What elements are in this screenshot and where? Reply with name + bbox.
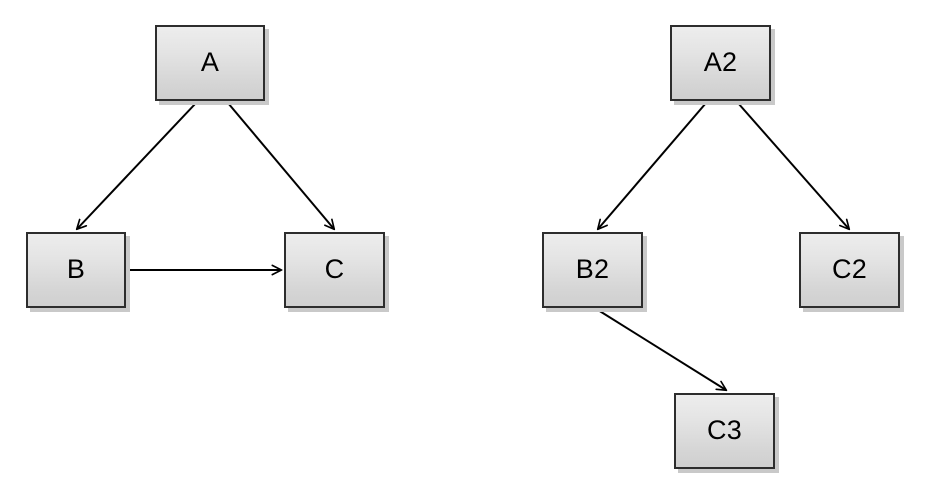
node-c3[interactable]: C3 — [674, 393, 775, 469]
node-label-a2: A2 — [703, 46, 738, 77]
node-label-a: A — [200, 46, 220, 77]
node-label-c: C — [324, 253, 345, 284]
node-b[interactable]: B — [26, 232, 126, 308]
edge-a2-to-c2 — [737, 102, 849, 229]
node-label-b2: B2 — [575, 253, 610, 284]
node-a2[interactable]: A2 — [670, 25, 771, 101]
node-label-c3: C3 — [707, 414, 742, 445]
node-label-c2: C2 — [832, 253, 867, 284]
edge-a-to-b — [77, 102, 197, 229]
node-b2[interactable]: B2 — [542, 232, 643, 308]
node-c[interactable]: C — [284, 232, 385, 308]
edge-a2-to-b2 — [598, 102, 707, 229]
edge-b2-to-c3 — [597, 309, 726, 390]
edge-a-to-c — [227, 102, 334, 229]
node-label-b: B — [66, 253, 86, 284]
node-c2[interactable]: C2 — [799, 232, 900, 308]
node-a[interactable]: A — [155, 25, 265, 101]
edge-group — [77, 102, 849, 390]
